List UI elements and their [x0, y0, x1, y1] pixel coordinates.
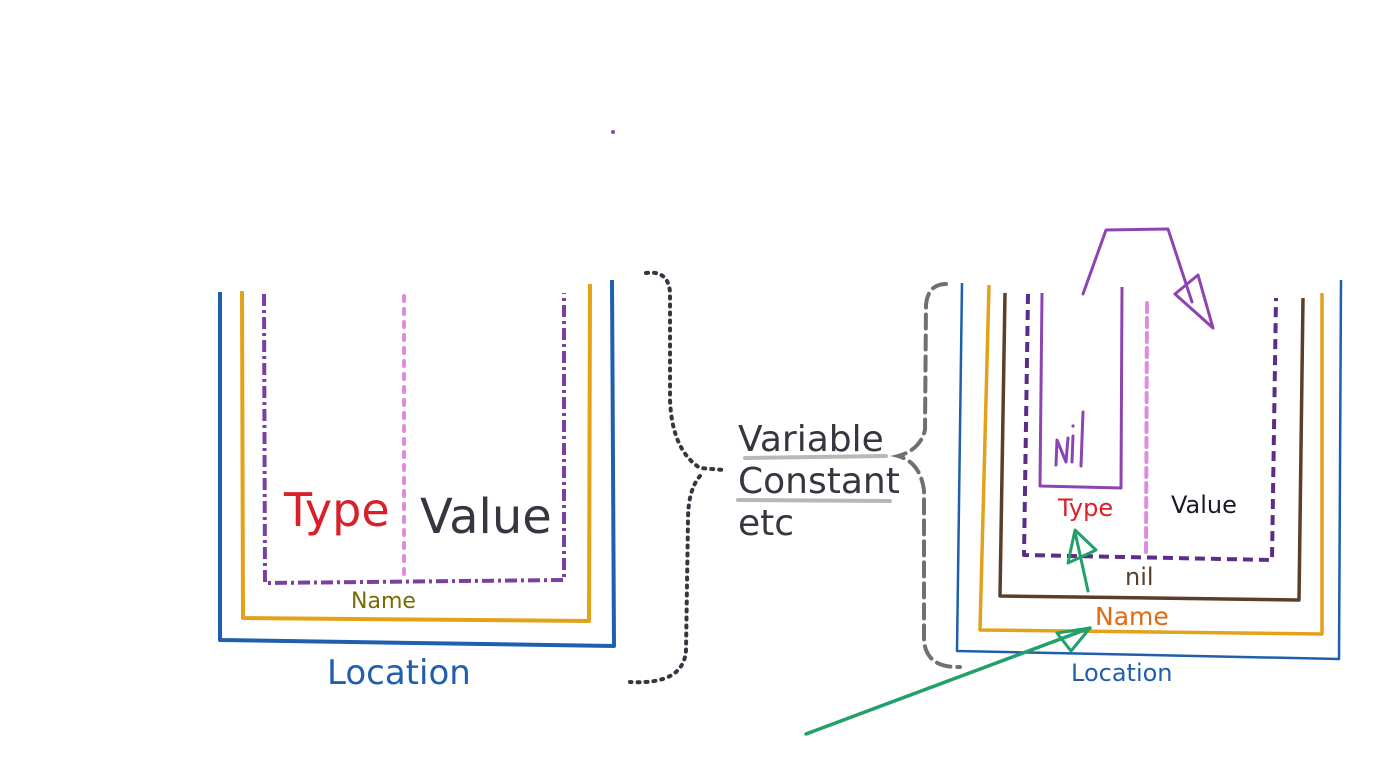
right-type-value-box [1022, 293, 1278, 562]
nil-letter-i [1070, 434, 1075, 464]
right-name-label: Name [1095, 602, 1169, 631]
green-arrow-up-shaft [1073, 530, 1090, 593]
etc-label: etc [738, 503, 794, 544]
constant-label: Constant [738, 461, 900, 502]
left-value-label: Value [420, 489, 552, 545]
stray-dot [611, 130, 615, 134]
left-type-label: Type [283, 483, 390, 537]
green-arrow-long-head [1055, 626, 1092, 653]
green-arrow-up-head [1066, 528, 1098, 565]
right-nil-box [998, 292, 1305, 602]
nil-letter-n [1054, 436, 1070, 467]
right-inner-type-box [1038, 286, 1124, 490]
green-arrow-long-shaft [804, 626, 1092, 736]
dotted-curly-brace [628, 270, 726, 685]
right-location-box [955, 279, 1343, 661]
handwritten-nil [1054, 410, 1085, 468]
pointer-arrow-head [1173, 273, 1215, 330]
dashed-curly-brace [890, 282, 962, 670]
nil-letter-l [1079, 410, 1085, 468]
right-value-label: Value [1171, 491, 1237, 519]
pointer-arrow-shaft [1081, 227, 1194, 304]
middle-labels: Variable Constant etc [736, 419, 900, 544]
left-type-value-box [262, 293, 566, 585]
left-name-box [240, 283, 592, 623]
left-container-diagram: Type Value Name Location [218, 279, 616, 693]
right-location-label: Location [1071, 659, 1173, 687]
purple-pointer-arrow [1081, 227, 1215, 330]
green-arrows [804, 528, 1098, 736]
right-nil-label: nil [1125, 563, 1154, 591]
left-location-box [218, 279, 616, 648]
right-name-box [978, 284, 1324, 636]
left-location-label: Location [327, 653, 471, 693]
variable-label: Variable [738, 419, 884, 460]
right-type-label: Type [1057, 494, 1113, 522]
nil-letter-i-dot [1071, 424, 1075, 428]
right-divider [1144, 301, 1149, 558]
right-container-diagram: Type Value nil Name Location [804, 227, 1343, 736]
left-name-label: Name [351, 589, 416, 614]
variable-underline [743, 454, 888, 460]
constant-underline [736, 498, 892, 503]
